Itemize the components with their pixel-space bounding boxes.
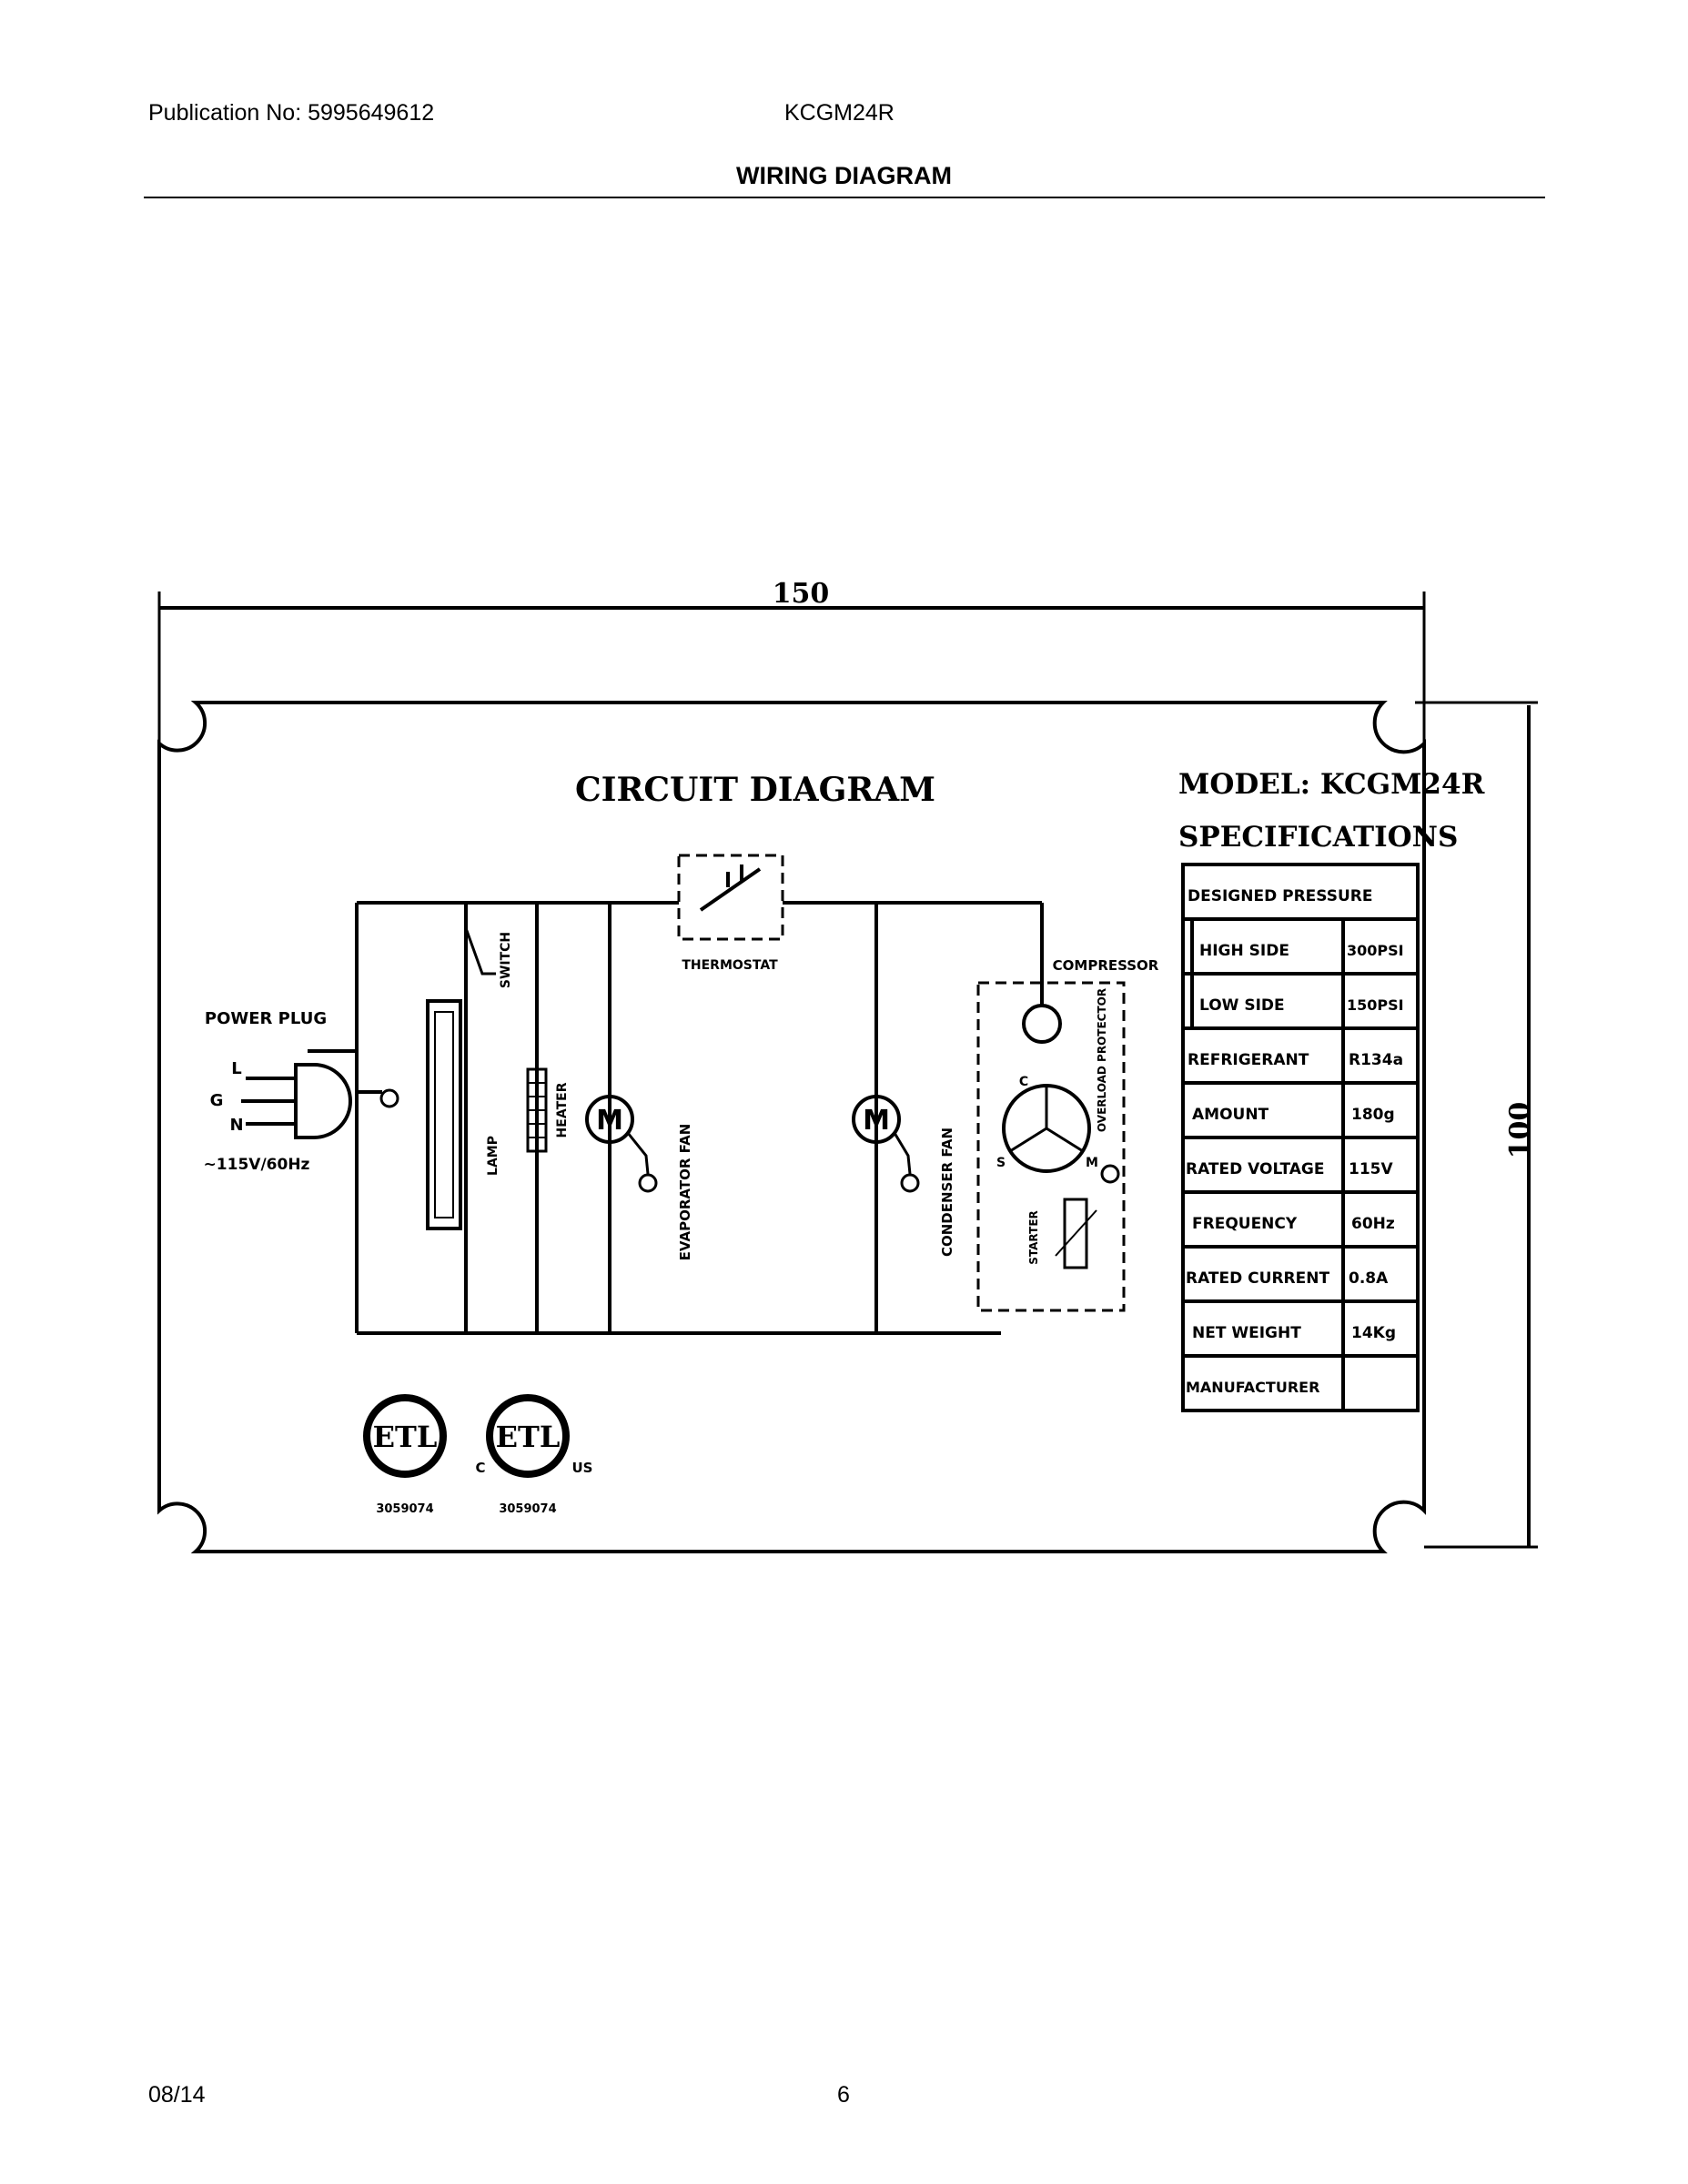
power-plug-label: POWER PLUG — [205, 1009, 327, 1028]
thermostat-label: THERMOSTAT — [682, 958, 778, 973]
height-dimension-label: 100 — [1504, 1102, 1536, 1159]
evaporator-fan-label: EVAPORATOR FAN — [677, 1124, 693, 1261]
circuit-title: CIRCUIT DIAGRAM — [575, 771, 935, 809]
compressor-box — [976, 981, 1126, 1312]
overload-protector-label: OVERLOAD PROTECTOR — [1096, 988, 1108, 1132]
plug-l-label: L — [231, 1059, 241, 1078]
specifications-title: SPECIFICATIONS — [1178, 821, 1458, 854]
spec-value: 0.8A — [1349, 1269, 1389, 1288]
spec-value: 14Kg — [1351, 1324, 1396, 1342]
spec-label: RATED CURRENT — [1186, 1269, 1329, 1288]
spec-label: MANUFACTURER — [1186, 1379, 1319, 1396]
model-label: MODEL: KCGM24R — [1178, 768, 1485, 801]
spec-label: HIGH SIDE — [1199, 942, 1289, 960]
width-dimension-label: 150 — [773, 578, 830, 610]
spec-value: 180g — [1351, 1106, 1395, 1124]
lamp-icon — [426, 999, 462, 1230]
lamp-label: LAMP — [486, 1136, 500, 1176]
compressor-m-label: M — [1086, 1156, 1098, 1170]
spec-label: RATED VOLTAGE — [1186, 1160, 1325, 1178]
label-plate — [157, 701, 1426, 1553]
spec-label: LOW SIDE — [1199, 996, 1285, 1015]
page-title: WIRING DIAGRAM — [736, 162, 952, 189]
title-rule — [144, 197, 1545, 198]
wiring-diagram: 150 100 CIRCUIT DIAGRAM MODEL: KCGM24R S… — [157, 578, 1538, 1553]
etl-logo-icon — [363, 1394, 447, 1478]
etl-c-label: C — [475, 1460, 485, 1476]
starter-label: STARTER — [1027, 1210, 1040, 1265]
spec-value: R134a — [1349, 1051, 1403, 1069]
spec-label: AMOUNT — [1192, 1106, 1269, 1124]
switch-label: SWITCH — [499, 932, 513, 988]
spec-label: DESIGNED PRESSURE — [1188, 887, 1373, 905]
compressor-s-label: S — [996, 1156, 1006, 1170]
spec-table-grid — [1181, 863, 1420, 1412]
etl-logo-code: 3059074 — [376, 1502, 433, 1516]
etl-us-label: US — [572, 1460, 593, 1476]
etl-logo-mark: ETL — [373, 1420, 438, 1454]
spec-label: REFRIGERANT — [1188, 1051, 1309, 1069]
footer-date: 08/14 — [148, 2082, 206, 2108]
condenser-fan-motor-icon — [852, 1095, 901, 1144]
plug-g-label: G — [210, 1091, 224, 1110]
spec-value: 60Hz — [1351, 1215, 1395, 1233]
spec-value: 115V — [1349, 1160, 1393, 1178]
condenser-fan-label: CONDENSER FAN — [939, 1127, 955, 1257]
starter-icon — [1063, 1198, 1088, 1269]
thermostat-box — [677, 854, 784, 941]
evaporator-fan-m-label: M — [596, 1105, 623, 1137]
compressor-c-label: C — [1019, 1075, 1028, 1089]
evaporator-fan-motor-icon — [585, 1095, 634, 1144]
spec-value: 150PSI — [1347, 996, 1404, 1014]
model-number: KCGM24R — [784, 100, 895, 126]
condenser-fan-m-label: M — [863, 1105, 890, 1137]
publication-number: Publication No: 5995649612 — [148, 100, 435, 126]
power-plug-icon — [294, 1063, 352, 1139]
etl-c-us-logo-icon — [486, 1394, 570, 1478]
page-number: 6 — [837, 2082, 850, 2108]
etl-c-us-logo-code: 3059074 — [499, 1502, 556, 1516]
voltage-label: ~115V/60Hz — [204, 1156, 310, 1174]
spec-label: NET WEIGHT — [1192, 1324, 1301, 1342]
thermostat-switch-icon — [699, 864, 762, 912]
ground-icon — [379, 1088, 1120, 1193]
spec-label: FREQUENCY — [1192, 1215, 1298, 1233]
circuit-wires — [308, 901, 1044, 1335]
switch-icon — [464, 927, 496, 976]
spec-value: 300PSI — [1347, 942, 1404, 959]
etl-c-us-logo-mark: ETL — [496, 1420, 561, 1454]
heater-label: HEATER — [555, 1082, 570, 1138]
compressor-label: COMPRESSOR — [1053, 957, 1159, 974]
overload-protector-icon — [1022, 1004, 1062, 1044]
plug-n-label: N — [229, 1116, 243, 1135]
